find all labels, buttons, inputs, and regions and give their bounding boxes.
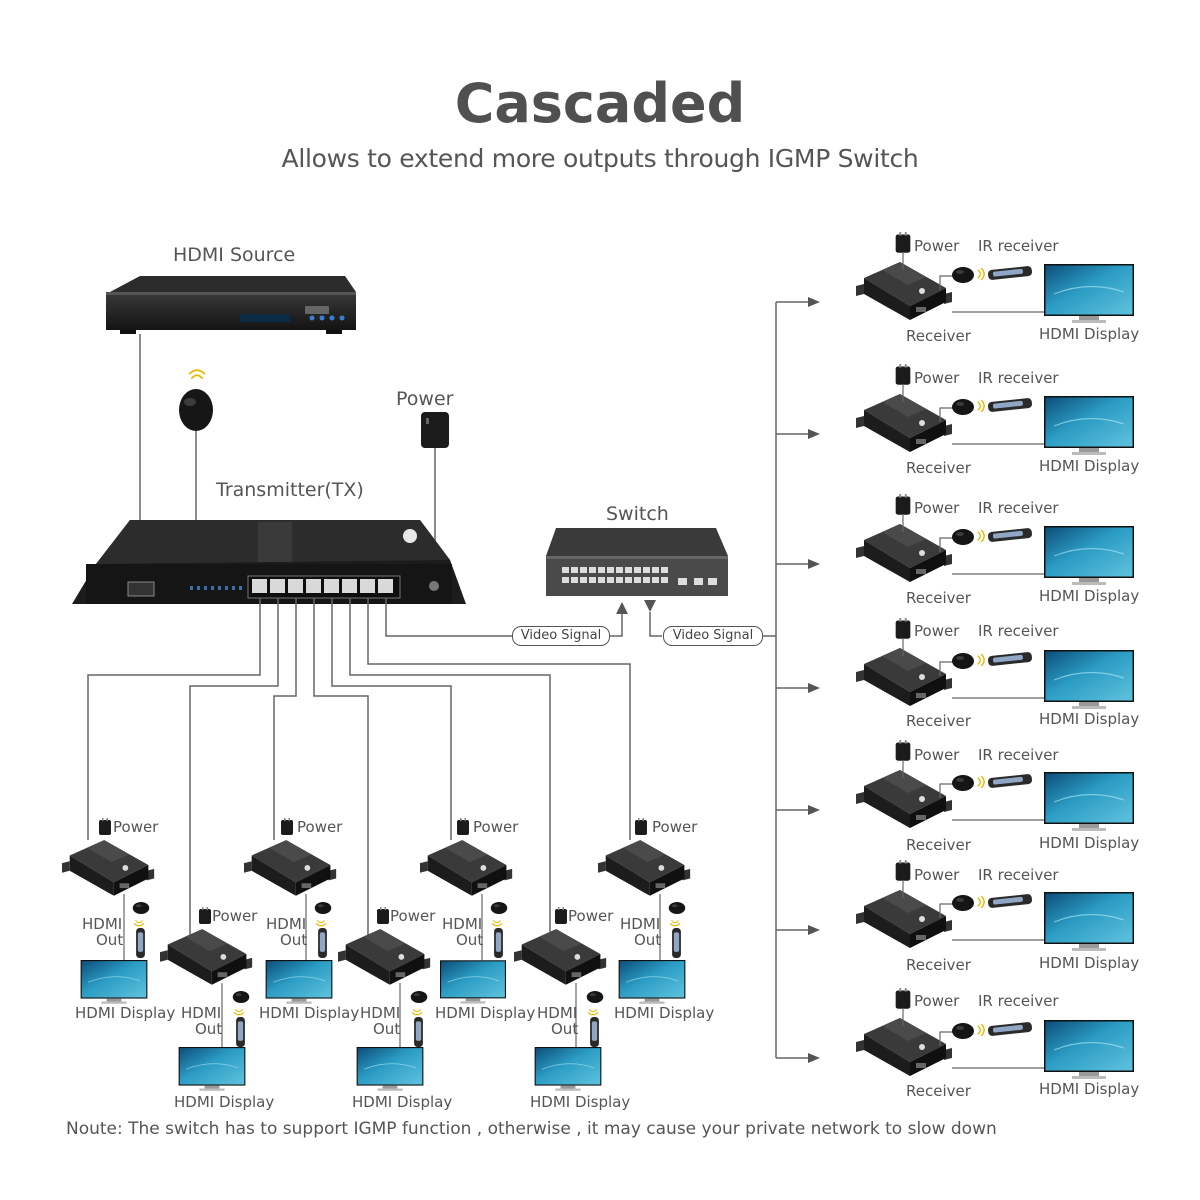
hdmi-display-label: HDMI Display [435, 1004, 536, 1022]
receiver-label: Receiver [906, 712, 971, 730]
power-label: Power [914, 499, 960, 517]
receiver-label: Receiver [906, 589, 971, 607]
hdmi-label: HDMI [442, 915, 483, 933]
hdmi-label: HDMI [360, 1004, 401, 1022]
switch-label: Switch [606, 503, 669, 525]
out-label: Out [551, 1020, 579, 1038]
receiver-label: Receiver [906, 1082, 971, 1100]
tx-power-label: Power [396, 388, 454, 410]
tx-port-cables [87, 302, 777, 1058]
ir-receiver-label: IR receiver [978, 992, 1059, 1010]
hdmi-label: HDMI [266, 915, 307, 933]
power-label: Power [914, 369, 960, 387]
hdmi-label: HDMI [82, 915, 123, 933]
hdmi-display-label: HDMI Display [1039, 1080, 1140, 1098]
receiver-label: Receiver [906, 327, 971, 345]
ir-receiver-label: IR receiver [978, 499, 1059, 517]
hdmi-display-label: HDMI Display [174, 1093, 275, 1111]
out-label: Out [456, 931, 484, 949]
receiver-label: Receiver [906, 956, 971, 974]
transmitter-device [72, 520, 466, 604]
hdmi-display-label: HDMI Display [1039, 457, 1140, 475]
out-label: Out [96, 931, 124, 949]
power-label: Power [914, 866, 960, 884]
out-label: Out [634, 931, 662, 949]
out-label: Out [373, 1020, 401, 1038]
hdmi-display-label: HDMI Display [75, 1004, 176, 1022]
power-label: Power [914, 622, 960, 640]
ir-receiver-label: IR receiver [978, 746, 1059, 764]
power-label: Power [568, 907, 614, 925]
video-signal-badge-left: Video Signal [512, 626, 610, 646]
video-signal-badge-right: Video Signal [663, 626, 763, 646]
ir-receiver-label: IR receiver [978, 866, 1059, 884]
power-label: Power [473, 818, 519, 836]
power-label: Power [652, 818, 698, 836]
out-label: Out [195, 1020, 223, 1038]
power-label: Power [297, 818, 343, 836]
page-title: Cascaded [454, 72, 746, 135]
power-label: Power [914, 237, 960, 255]
out-label: Out [280, 931, 308, 949]
ir-receiver-label: IR receiver [978, 237, 1059, 255]
footnote: Noute: The switch has to support IGMP fu… [66, 1119, 997, 1139]
hdmi-display-label: HDMI Display [352, 1093, 453, 1111]
transmitter-label: Transmitter(TX) [216, 479, 364, 501]
ir-receiver-label: IR receiver [978, 369, 1059, 387]
power-label: Power [914, 992, 960, 1010]
ir-receiver-label: IR receiver [978, 622, 1059, 640]
power-label: Power [390, 907, 436, 925]
hdmi-display-label: HDMI Display [1039, 710, 1140, 728]
right-receiver-rows [776, 232, 1135, 1080]
hdmi-display-label: HDMI Display [1039, 954, 1140, 972]
hdmi-source-device [106, 276, 356, 334]
receiver-label: Receiver [906, 459, 971, 477]
receiver-label: Receiver [906, 836, 971, 854]
page-subtitle: Allows to extend more outputs through IG… [281, 144, 919, 173]
hdmi-label: HDMI [620, 915, 661, 933]
igmp-switch-device [546, 528, 728, 596]
hdmi-display-label: HDMI Display [1039, 325, 1140, 343]
hdmi-display-label: HDMI Display [614, 1004, 715, 1022]
hdmi-label: HDMI [537, 1004, 578, 1022]
power-label: Power [914, 746, 960, 764]
power-label: Power [113, 818, 159, 836]
hdmi-label: HDMI [181, 1004, 222, 1022]
hdmi-source-label: HDMI Source [173, 244, 296, 266]
hdmi-display-label: HDMI Display [530, 1093, 631, 1111]
hdmi-display-label: HDMI Display [1039, 587, 1140, 605]
local-receivers-lower [160, 907, 607, 1092]
hdmi-display-label: HDMI Display [1039, 834, 1140, 852]
hdmi-display-label: HDMI Display [259, 1004, 360, 1022]
local-receivers-upper [62, 818, 691, 1005]
power-label: Power [212, 907, 258, 925]
